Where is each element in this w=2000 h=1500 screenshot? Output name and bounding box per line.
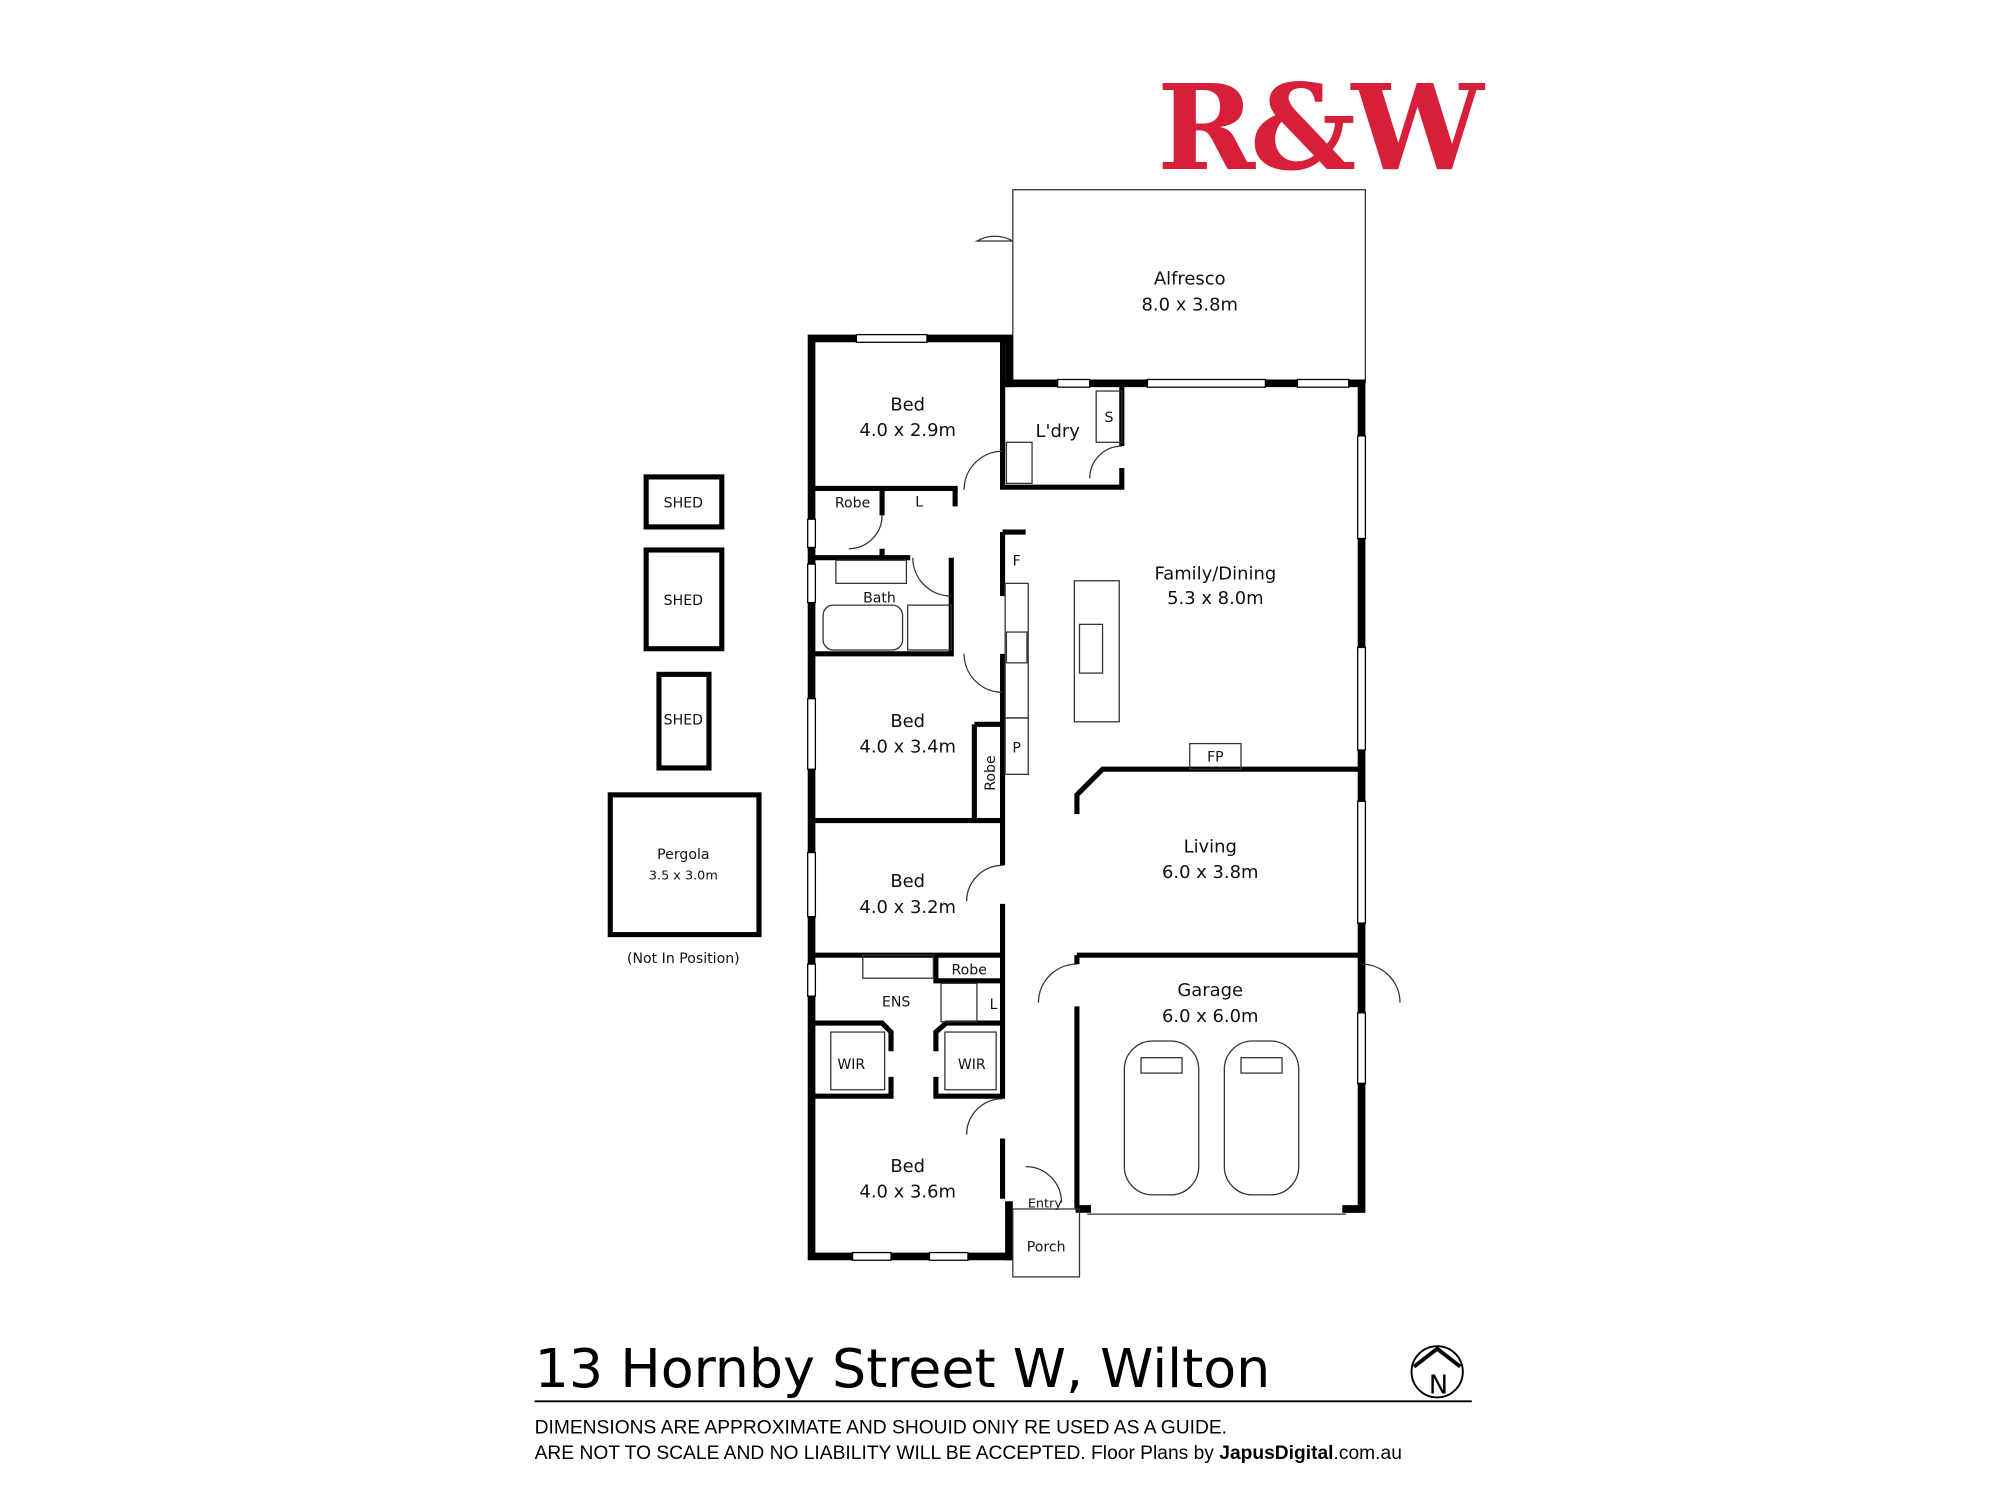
room-name: S — [1104, 410, 1113, 426]
door-swing-icon — [974, 235, 1014, 242]
shed: SHED — [643, 474, 725, 530]
room-size: 5.3 x 8.0m — [1167, 588, 1264, 609]
room-size: 4.0 x 2.9m — [859, 420, 956, 441]
shed: SHED — [656, 671, 712, 771]
room-name: Bath — [863, 591, 896, 607]
room-name: Bed — [890, 711, 925, 732]
property-address: 13 Hornby Street W, Wilton — [535, 1337, 1271, 1400]
room-name: Robe — [835, 496, 870, 512]
room-size: 4.0 x 3.4m — [859, 737, 956, 758]
north-compass-icon: N — [1410, 1345, 1464, 1401]
disclaimer-credit: ARE NOT TO SCALE AND NO LIABILITY WILL B… — [535, 1443, 1402, 1464]
room-name: Bed — [890, 871, 925, 892]
rw-logo: R&W — [1157, 58, 1485, 197]
kitchen-bench — [1004, 582, 1029, 719]
room-name: Bed — [890, 394, 925, 415]
room-name: Bed — [890, 1156, 925, 1177]
svg-text:SHED: SHED — [664, 593, 703, 609]
car-icons — [1123, 1040, 1300, 1196]
room-name: Robe — [952, 962, 987, 978]
room-name: WIR — [958, 1057, 986, 1073]
svg-text:SHED: SHED — [664, 496, 703, 512]
room-name: L — [990, 997, 998, 1013]
room-name: L'dry — [1036, 421, 1081, 442]
room-name: L — [915, 494, 923, 510]
room-name: ENS — [882, 994, 910, 1010]
room-size: 4.0 x 3.6m — [859, 1181, 956, 1202]
room-name: P — [1012, 741, 1021, 757]
room-name: FP — [1207, 750, 1224, 766]
shed: SHED — [643, 547, 725, 652]
room-size: 4.0 x 3.2m — [859, 897, 956, 918]
room-size: 6.0 x 3.8m — [1162, 862, 1259, 883]
room-name: Family/Dining — [1155, 563, 1277, 584]
svg-text:SHED: SHED — [664, 712, 703, 728]
svg-text:N: N — [1429, 1371, 1448, 1401]
room-name: Robe — [983, 755, 999, 790]
room-name: Alfresco — [1154, 269, 1226, 290]
svg-text:3.5 x 3.0m: 3.5 x 3.0m — [649, 868, 718, 883]
room-name: Entry — [1028, 1197, 1063, 1212]
room-name: Living — [1184, 837, 1237, 858]
pergola-note: (Not In Position) — [627, 951, 740, 967]
room-name: F — [1013, 553, 1021, 569]
room-size: 6.0 x 6.0m — [1162, 1006, 1259, 1027]
interior-walls — [811, 335, 1359, 1278]
room-name: Porch — [1027, 1239, 1066, 1255]
pergola: Pergola 3.5 x 3.0m (Not In Position) — [607, 792, 762, 967]
room-name: WIR — [837, 1057, 865, 1073]
cooktop-icon — [1005, 631, 1028, 664]
kitchen-island — [1073, 580, 1120, 723]
room-size: 8.0 x 3.8m — [1141, 294, 1238, 315]
porch — [1012, 1208, 1081, 1278]
room-name: Garage — [1177, 980, 1243, 1001]
svg-text:Pergola: Pergola — [657, 847, 709, 863]
disclaimer: DIMENSIONS ARE APPROXIMATE AND SHOUID ON… — [535, 1417, 1227, 1438]
door-swing-icons — [848, 445, 1401, 1203]
sink-icon — [1078, 623, 1104, 674]
exterior-walls — [807, 333, 1367, 1261]
